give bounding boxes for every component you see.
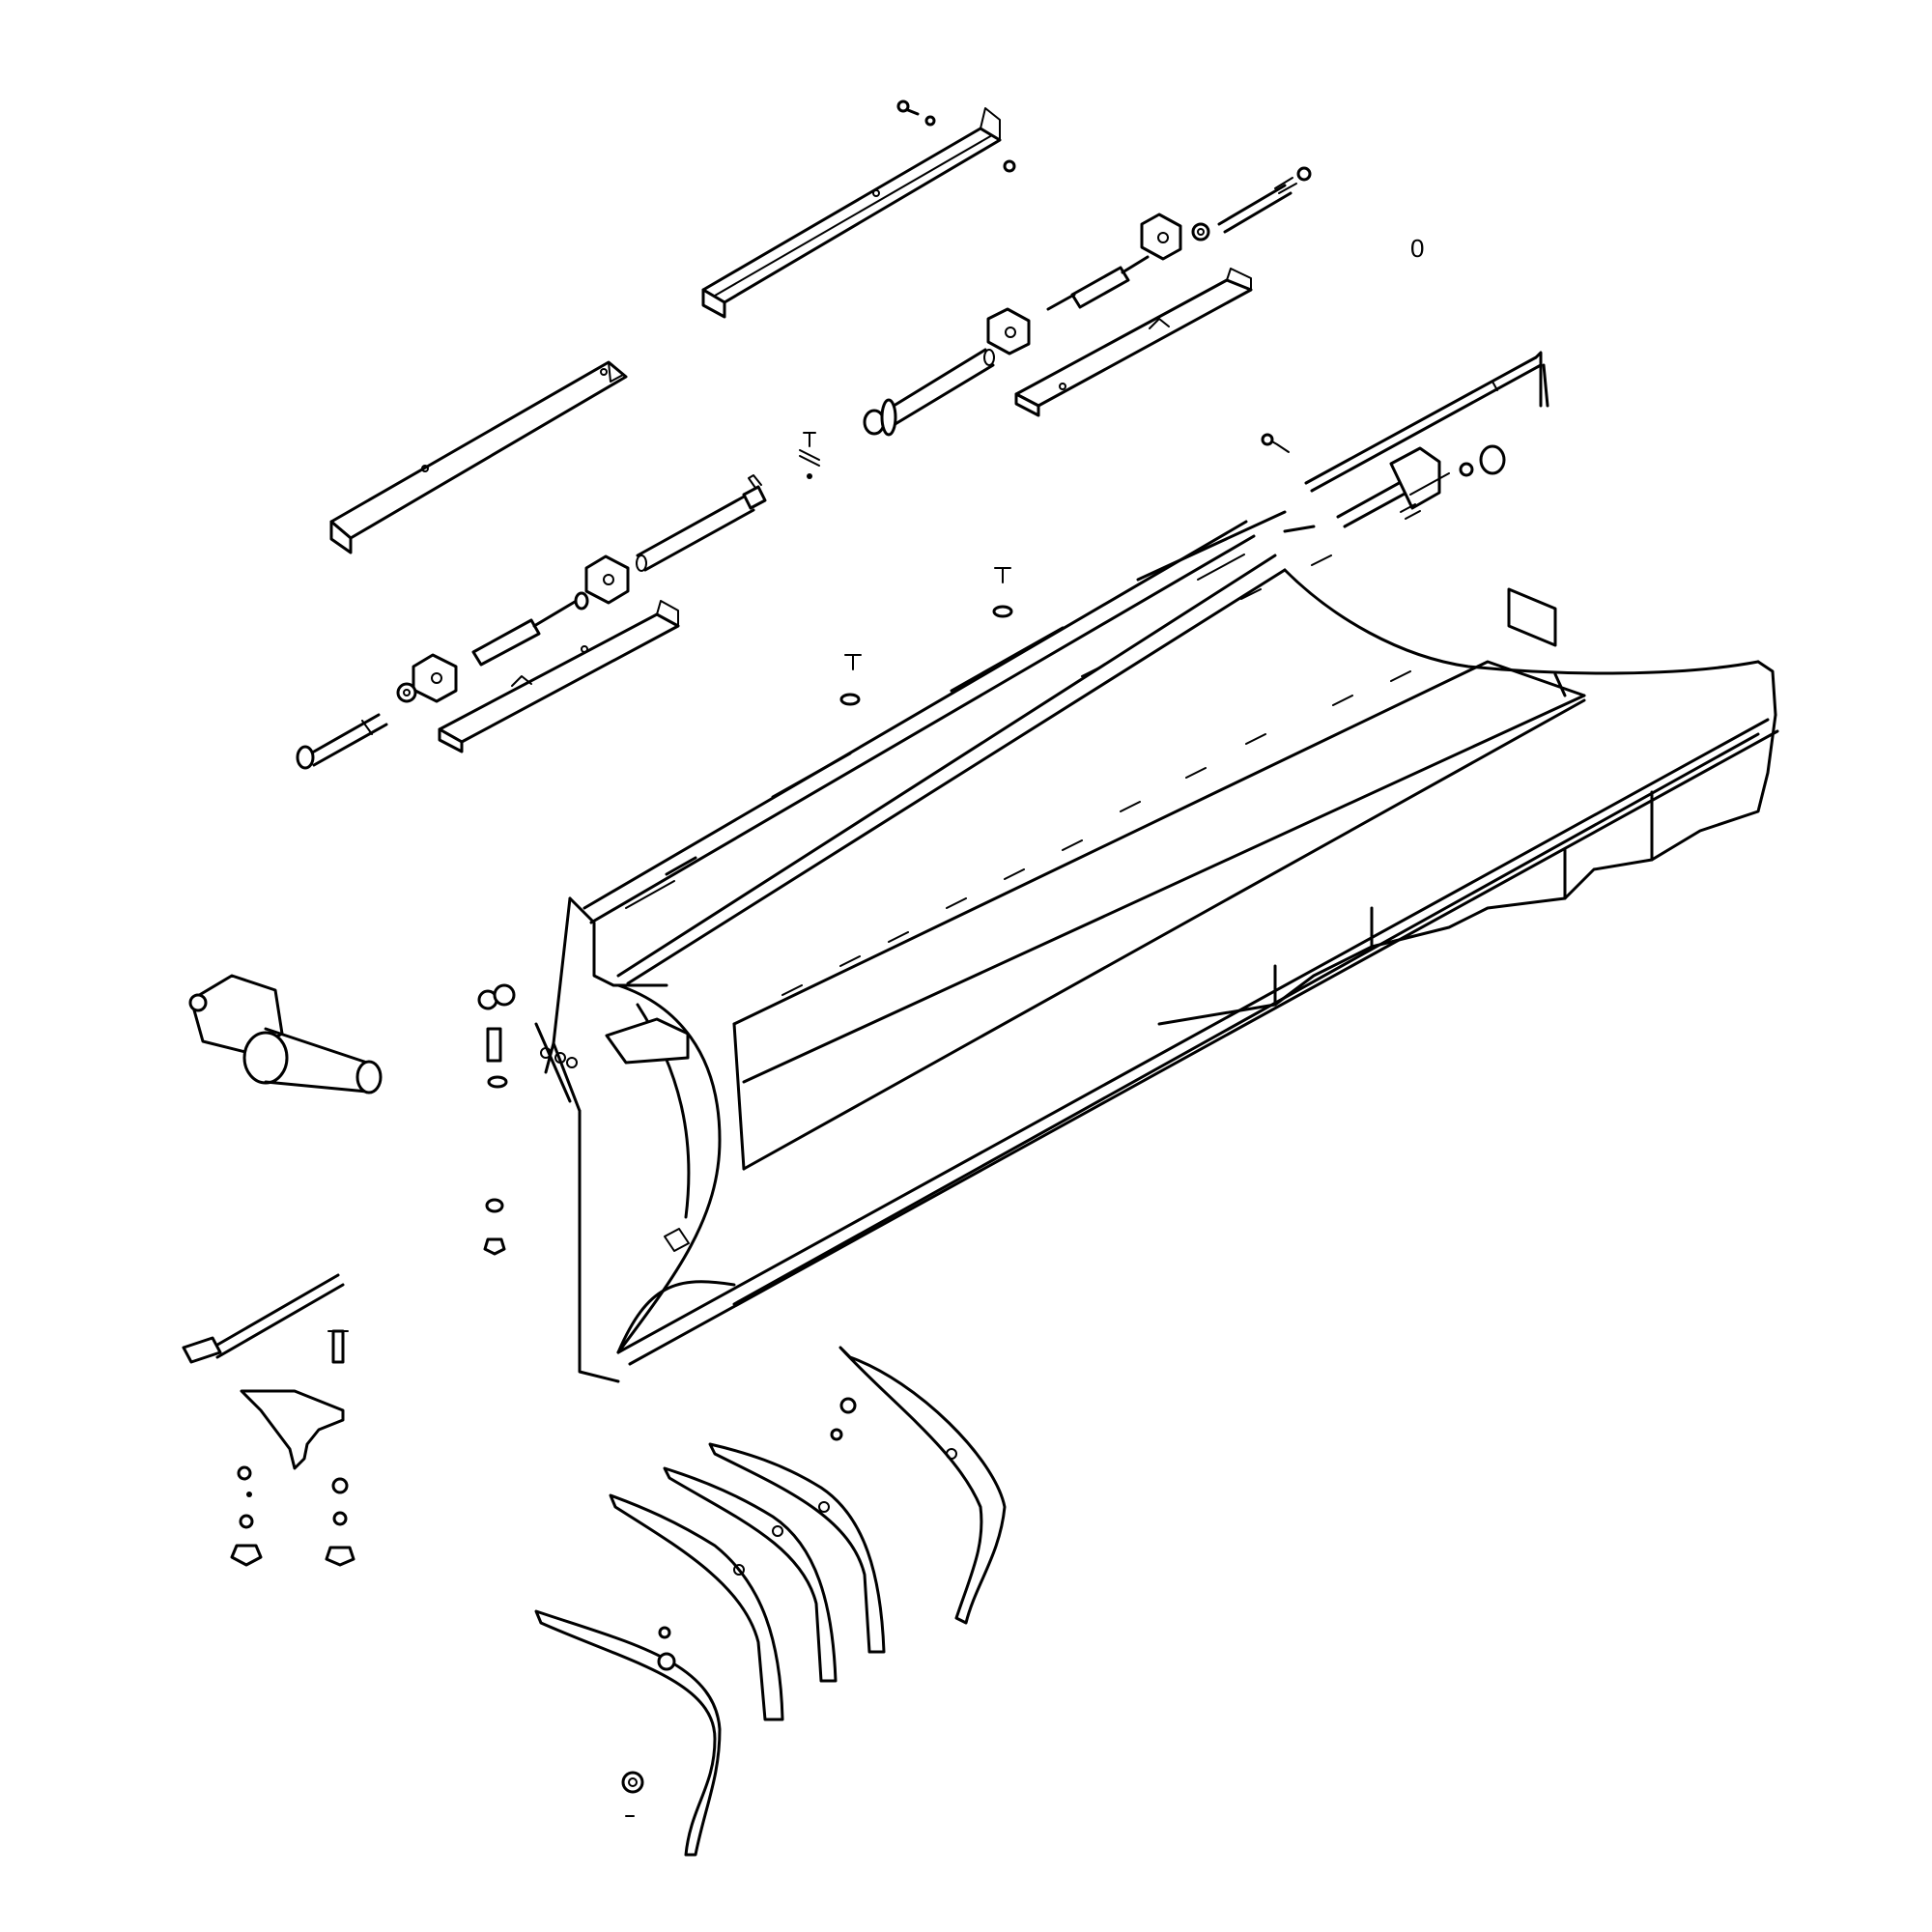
- main-trough-housing: [534, 510, 1779, 1383]
- pivot-block-left-lower: [396, 653, 458, 703]
- label-plate: [1507, 587, 1557, 647]
- flight-blade-1: [534, 1609, 722, 1857]
- upper-bolt-set: [896, 99, 1016, 173]
- support-plate-left: [438, 600, 680, 753]
- flight-blade-4: [708, 1442, 886, 1654]
- gas-spring-left: [471, 591, 589, 667]
- flight-blade-2: [609, 1493, 784, 1721]
- gas-spring-right: [1046, 255, 1150, 311]
- rod-spring-right: [1217, 166, 1312, 234]
- flight-blade-3: [663, 1466, 838, 1683]
- pin-left-end: [296, 713, 388, 770]
- pivot-block-left-upper: [584, 554, 630, 605]
- lower-angle-bracket: [329, 360, 628, 554]
- pivot-block-right-upper: [1140, 213, 1210, 261]
- latch-shaft: [1336, 444, 1506, 528]
- blade-bolt-set: [658, 1397, 857, 1639]
- bolt-washer-top-2: [839, 654, 862, 706]
- nut-washer-set: [230, 1465, 355, 1567]
- control-cable: [182, 1273, 345, 1364]
- latch-spring-clip: [1261, 433, 1290, 453]
- flight-blade-5: [838, 1346, 1007, 1625]
- small-pin-set: [799, 432, 820, 479]
- cable-bracket: [240, 1329, 349, 1470]
- upper-angle-bracket: [701, 107, 1002, 319]
- pivot-block-right-lower: [986, 307, 1031, 355]
- hinge-pin-left: [636, 474, 767, 572]
- latch-rod: [1304, 351, 1549, 493]
- support-plate-right: [1014, 268, 1253, 417]
- hardware-stack-left: [477, 983, 516, 1256]
- hinge-pin-center: [863, 348, 995, 437]
- callout-label: 0: [1410, 234, 1424, 263]
- bolt-washer-top-1: [992, 567, 1013, 618]
- drive-motor: [188, 974, 383, 1094]
